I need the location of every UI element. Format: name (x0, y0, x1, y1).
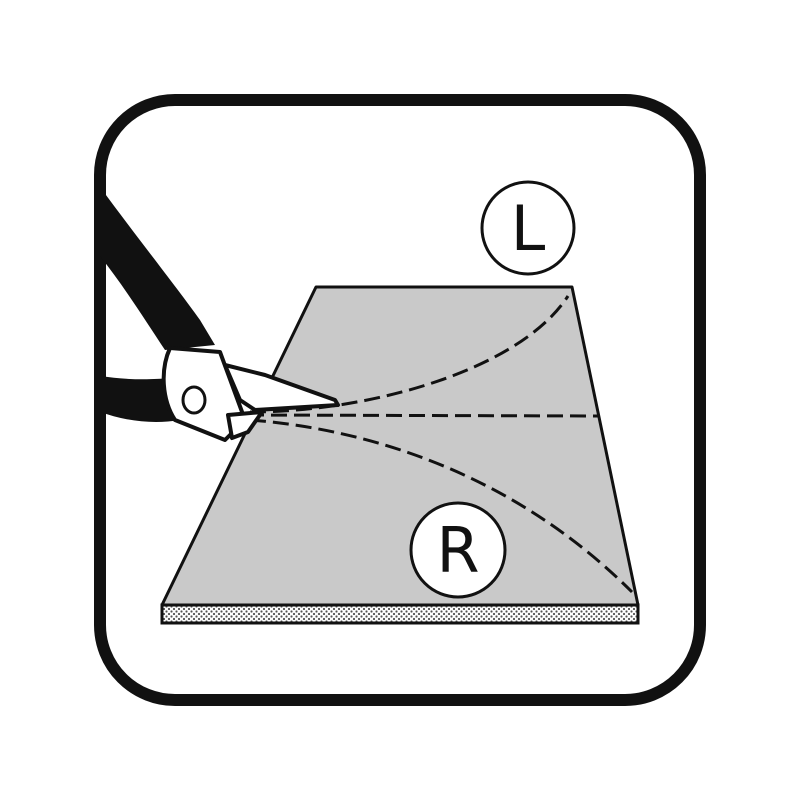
right-curve-badge (409, 501, 507, 599)
right-curve-label: R (436, 514, 479, 587)
cut-line-straight (247, 413, 601, 418)
left-curve-label: L (511, 192, 546, 265)
cut-line-right-curve (249, 418, 634, 594)
shears-lower-blade (226, 410, 264, 440)
shears-lower-handle (100, 375, 180, 422)
shears-upper-blade (223, 363, 340, 412)
shears-handle (100, 180, 215, 350)
sheet-edge (160, 603, 640, 625)
shears-pivot (181, 385, 207, 415)
left-curve-badge (480, 180, 576, 276)
cut-line-left-curve (249, 295, 570, 414)
